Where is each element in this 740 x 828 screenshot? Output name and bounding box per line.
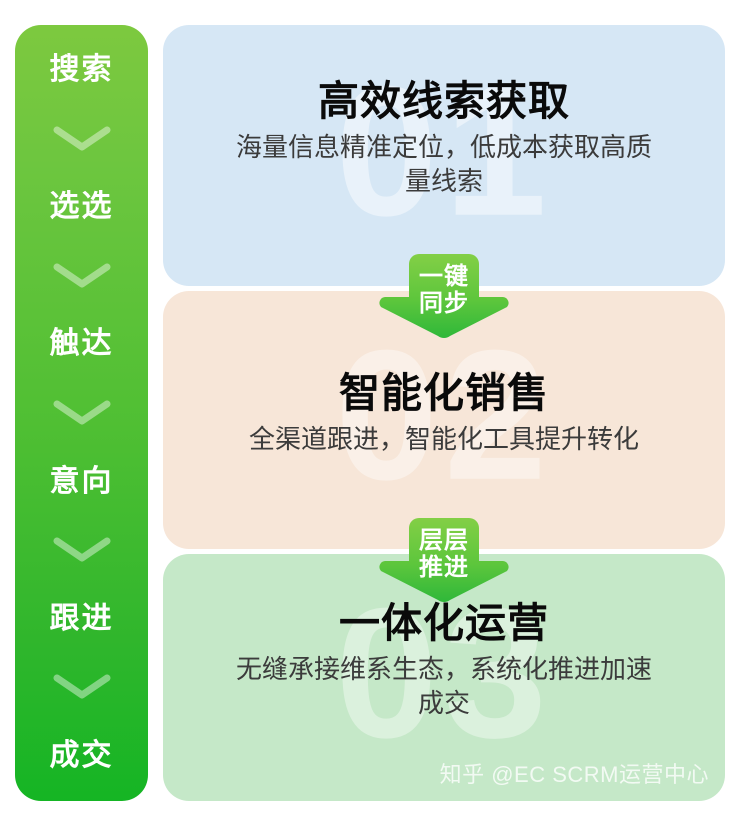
chevron-down-icon xyxy=(53,537,110,562)
funnel-stage-search: 搜索 xyxy=(49,53,114,87)
card-body: 高效线索获取 海量信息精准定位，低成本获取高质量线索 xyxy=(163,25,725,286)
chevron-down-icon xyxy=(53,400,110,425)
arrow-down-icon xyxy=(379,518,509,602)
funnel-stage-filter: 选选 xyxy=(49,190,114,224)
card-body: 智能化销售 全渠道跟进，智能化工具提升转化 xyxy=(163,291,725,549)
chevron-down-icon xyxy=(53,126,110,151)
card-title: 高效线索获取 xyxy=(318,78,570,125)
card-description: 全渠道跟进，智能化工具提升转化 xyxy=(248,423,639,454)
chevron-down-icon xyxy=(53,674,110,699)
card-description: 无缝承接维系生态，系统化推进加速成交 xyxy=(235,654,652,719)
card-title: 一体化运营 xyxy=(339,600,549,647)
card-description: 海量信息精准定位，低成本获取高质量线索 xyxy=(235,132,652,197)
stage-card-stack: 01 高效线索获取 海量信息精准定位，低成本获取高质量线索 02 智能化销售 全… xyxy=(163,25,725,801)
chevron-down-icon xyxy=(53,263,110,288)
arrow-down-icon xyxy=(379,254,509,338)
connector-arrow-step-by-step: 层层 推进 xyxy=(379,518,509,602)
card-body: 一体化运营 无缝承接维系生态，系统化推进加速成交 xyxy=(163,554,725,801)
funnel-stage-followup: 跟进 xyxy=(49,601,114,635)
funnel-stage-reach: 触达 xyxy=(49,327,114,361)
funnel-stage-intent: 意向 xyxy=(49,464,114,498)
card-title: 智能化销售 xyxy=(339,369,549,416)
connector-arrow-one-click-sync: 一键 同步 xyxy=(379,254,509,338)
funnel-rail: 搜索 选选 触达 意向 跟进 成交 xyxy=(15,25,148,801)
funnel-stage-deal: 成交 xyxy=(49,738,114,772)
stage-card-lead-acquisition: 01 高效线索获取 海量信息精准定位，低成本获取高质量线索 xyxy=(163,25,725,286)
